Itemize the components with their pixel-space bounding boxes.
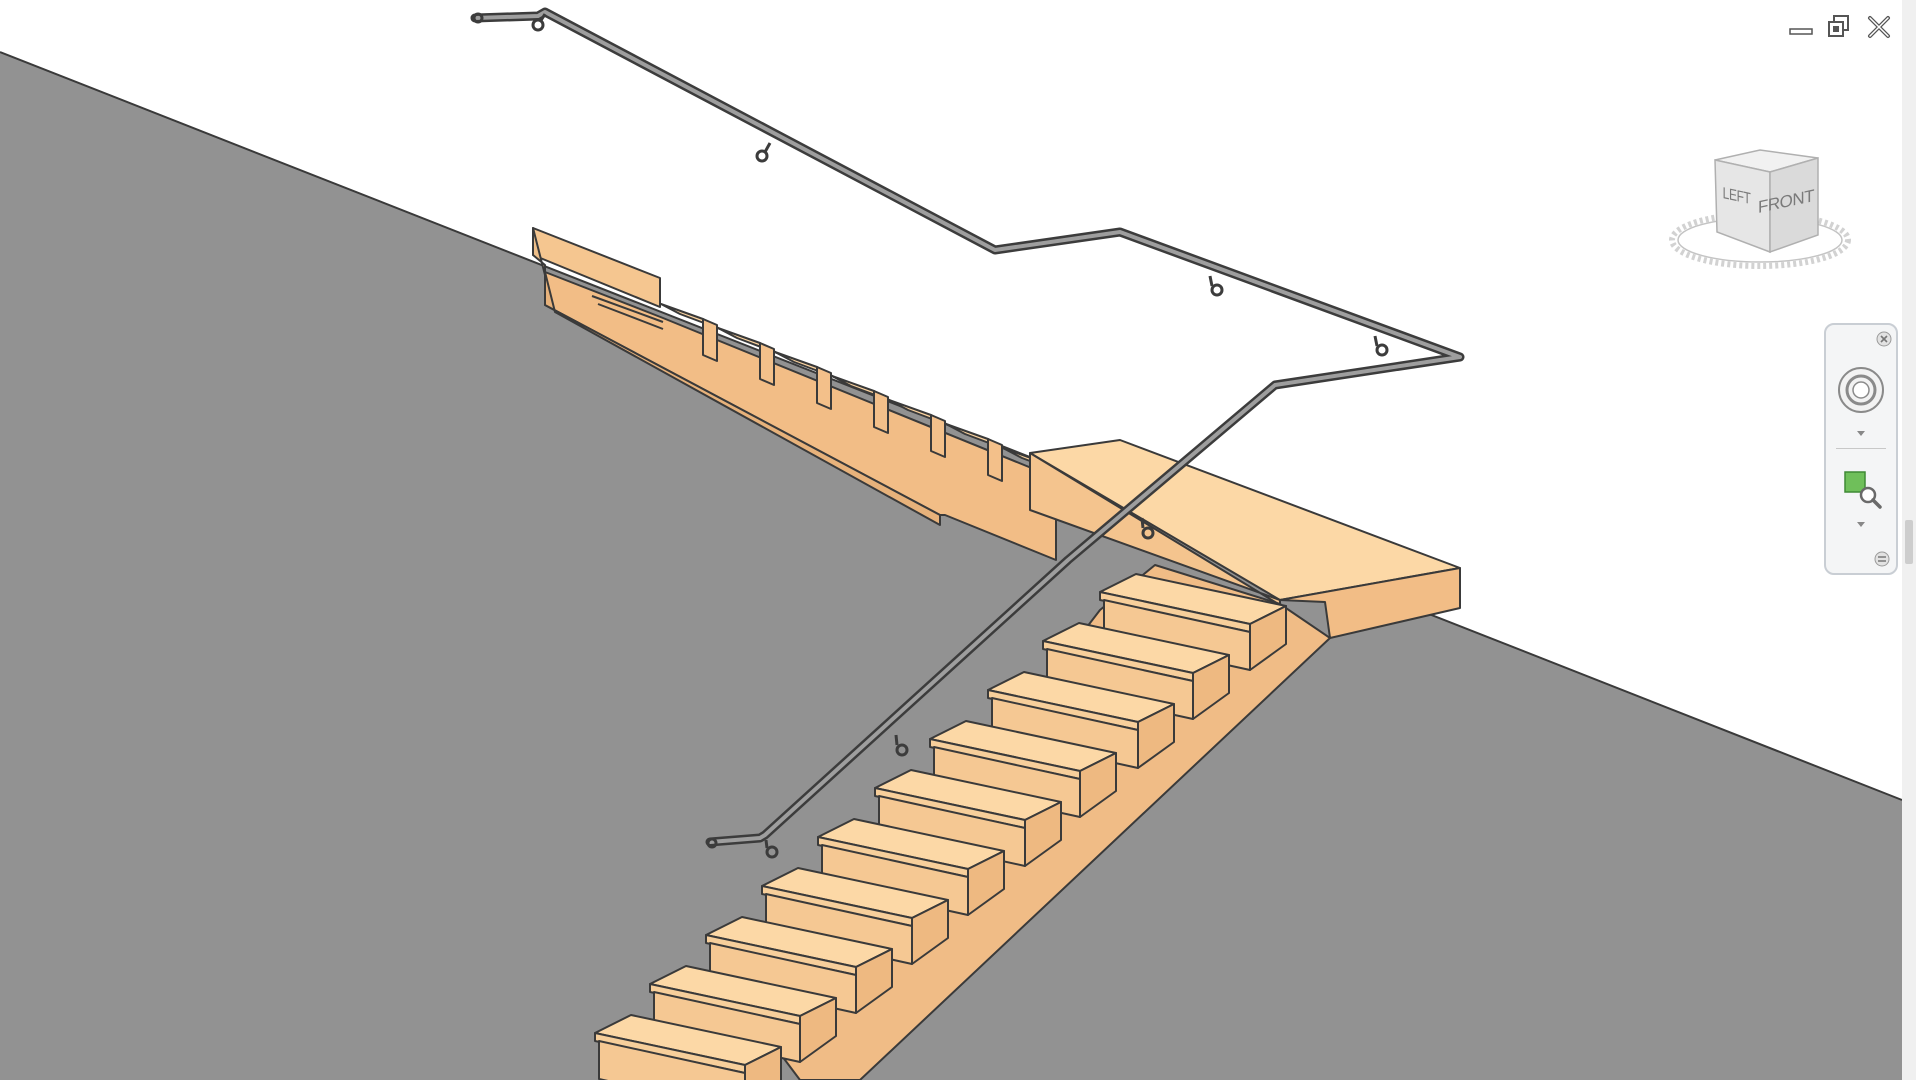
zoom-region-button[interactable]	[1840, 467, 1884, 511]
handrail-brackets	[472, 12, 1389, 859]
close-circle-icon	[1876, 331, 1892, 347]
steering-wheel-icon	[1838, 367, 1884, 413]
upper-step-riser	[816, 366, 832, 410]
lower-stair-flight	[594, 564, 1331, 1080]
steering-wheel-dropdown[interactable]	[1851, 427, 1871, 439]
navigation-bar	[1824, 323, 1898, 575]
lower-step-side	[855, 948, 893, 1014]
view-cube-graphic	[1669, 149, 1851, 269]
zoom-dropdown[interactable]	[1851, 518, 1871, 530]
mid-landing	[1029, 439, 1461, 639]
lower-step-side	[1137, 703, 1175, 769]
restore-button[interactable]	[1824, 12, 1854, 42]
minimize-icon	[1789, 28, 1813, 35]
floor-plane	[0, 52, 1902, 1080]
lower-step-riser	[598, 1040, 746, 1080]
chevron-down-icon	[1857, 431, 1865, 436]
upper-step-riser	[873, 390, 889, 434]
minimize-button[interactable]	[1786, 12, 1816, 42]
vertical-scrollbar[interactable]	[1902, 0, 1916, 1080]
lower-step-side	[744, 1046, 782, 1080]
scrollbar-thumb[interactable]	[1905, 520, 1913, 564]
close-icon	[1868, 16, 1890, 38]
lower-step-side	[799, 997, 837, 1063]
steering-wheel-button[interactable]	[1836, 365, 1886, 415]
lower-step-side	[1192, 654, 1230, 720]
close-button[interactable]	[1864, 12, 1894, 42]
upper-step-riser	[930, 414, 946, 458]
lower-step-side	[1249, 605, 1287, 671]
lower-step-side	[911, 899, 949, 965]
upper-step-riser	[759, 342, 775, 386]
lower-step-side	[967, 850, 1005, 916]
options-icon	[1874, 551, 1890, 567]
navbar-options-button[interactable]	[1874, 551, 1890, 567]
restore-icon	[1828, 15, 1849, 37]
handrail	[470, 7, 1465, 847]
zoom-region-icon	[1844, 471, 1882, 509]
upper-step-riser	[702, 318, 718, 362]
view-cube[interactable]: LEFT FRONT	[1650, 140, 1870, 290]
upper-step-riser	[987, 438, 1003, 482]
lower-step-side	[1079, 752, 1117, 818]
navbar-divider	[1836, 448, 1886, 449]
chevron-down-icon	[1857, 522, 1865, 527]
navbar-close-button[interactable]	[1876, 331, 1892, 347]
lower-step-side	[1024, 801, 1062, 867]
